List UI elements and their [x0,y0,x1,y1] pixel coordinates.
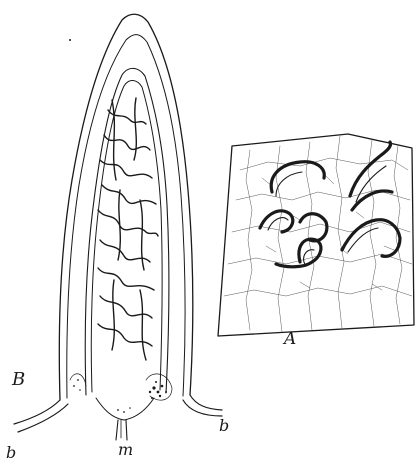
figure-b-section [14,14,222,440]
figure-a-specimen [218,134,414,336]
stalk-m-label: m [118,442,133,458]
figure-b-stipple [69,39,167,413]
base-b-right-label: b [219,418,229,434]
base-b-left-label: b [6,445,16,461]
figure-a-label: A [284,331,296,348]
figure-b-label: B [12,371,25,389]
